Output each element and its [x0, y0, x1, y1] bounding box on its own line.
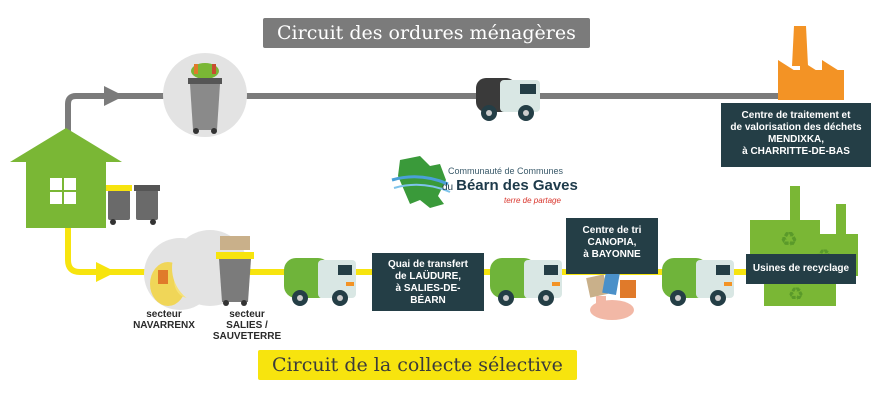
recycling-plants-label: Usines de recyclage	[746, 254, 856, 284]
selective-collection-circuit-title: Circuit de la collecte sélective	[258, 350, 577, 380]
sorting-center-label: Centre de tri CANOPIA, à BAYONNE	[566, 218, 658, 274]
logo-mark-icon	[391, 156, 451, 208]
yellow-bin-icon	[172, 230, 254, 306]
svg-text:♻: ♻	[788, 284, 804, 305]
recycling-truck-icon	[284, 258, 356, 306]
sector-navarrenx-label: secteur NAVARRENX	[133, 309, 195, 331]
household-waste-circuit-title: Circuit des ordures ménagères	[263, 18, 590, 48]
grey-bin-icon	[163, 53, 247, 137]
svg-text:♻: ♻	[780, 227, 798, 251]
sector-salies-label: secteur SALIES / SAUVETERRE	[212, 309, 282, 342]
sorting-center-icon	[586, 270, 636, 320]
grey-circuit-line	[65, 86, 780, 140]
logo-tagline: terre de partage	[504, 196, 561, 205]
factory-icon	[778, 26, 844, 100]
recycling-truck-icon	[490, 258, 562, 306]
treatment-center-label: Centre de traitement et de valorisation …	[721, 103, 871, 167]
transfer-quay-label: Quai de transfert de LAÜDURE, à SALIES-D…	[372, 253, 484, 311]
recycling-truck-icon	[662, 258, 734, 306]
house-icon	[10, 128, 122, 228]
logo-line-1: Communauté de Communes	[448, 166, 564, 176]
yellow-circuit-line	[65, 225, 760, 282]
yellow-arrow-icon	[96, 262, 116, 282]
bins-icon	[106, 185, 160, 225]
grey-arrow-icon	[104, 86, 124, 106]
recycling-plant-icon: ♻ ♻ ♻	[750, 186, 858, 306]
garbage-truck-icon	[476, 78, 540, 121]
